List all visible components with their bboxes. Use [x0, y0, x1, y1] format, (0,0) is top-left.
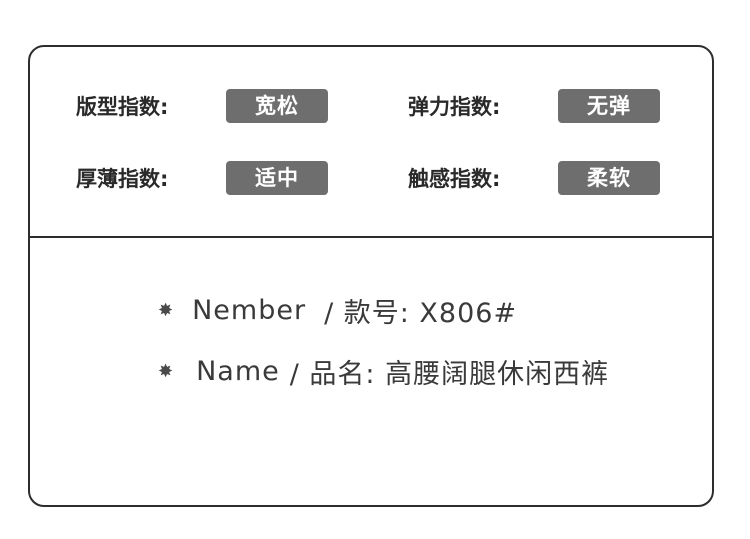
metric-thickness-label: 厚薄指数:: [76, 167, 169, 191]
product-number-value: / 款号: X806#: [324, 298, 518, 329]
metric-touch: 触感指数:: [408, 161, 500, 195]
section-divider: [30, 236, 712, 238]
product-name-line: ✸ Name / 品名: 高腰阔腿休闲西裤: [158, 352, 609, 391]
metric-elasticity-label: 弹力指数:: [408, 95, 501, 119]
metric-thickness-badge: 适中: [226, 161, 328, 195]
metric-touch-label: 触感指数:: [408, 167, 501, 191]
bullet-dot-icon: ✸: [158, 361, 175, 382]
metric-elasticity-badge: 无弹: [558, 89, 660, 123]
product-info-card: 版型指数: 宽松 弹力指数: 无弹 厚薄指数: 适中 触感指数: 柔软 ✸ Ne…: [28, 45, 714, 507]
product-number-line: ✸ Nember / 款号: X806#: [158, 291, 517, 330]
metric-touch-badge: 柔软: [558, 161, 660, 195]
metric-fit-label: 版型指数:: [76, 95, 169, 119]
product-name-key: Name: [196, 356, 280, 387]
metric-fit: 版型指数:: [76, 89, 168, 123]
metric-elasticity: 弹力指数:: [408, 89, 500, 123]
product-number-key: Nember: [192, 295, 307, 326]
metric-thickness: 厚薄指数:: [76, 161, 168, 195]
product-name-value: / 品名: 高腰阔腿休闲西裤: [289, 359, 610, 390]
bullet-dot-icon: ✸: [158, 300, 175, 321]
metric-fit-badge: 宽松: [226, 89, 328, 123]
